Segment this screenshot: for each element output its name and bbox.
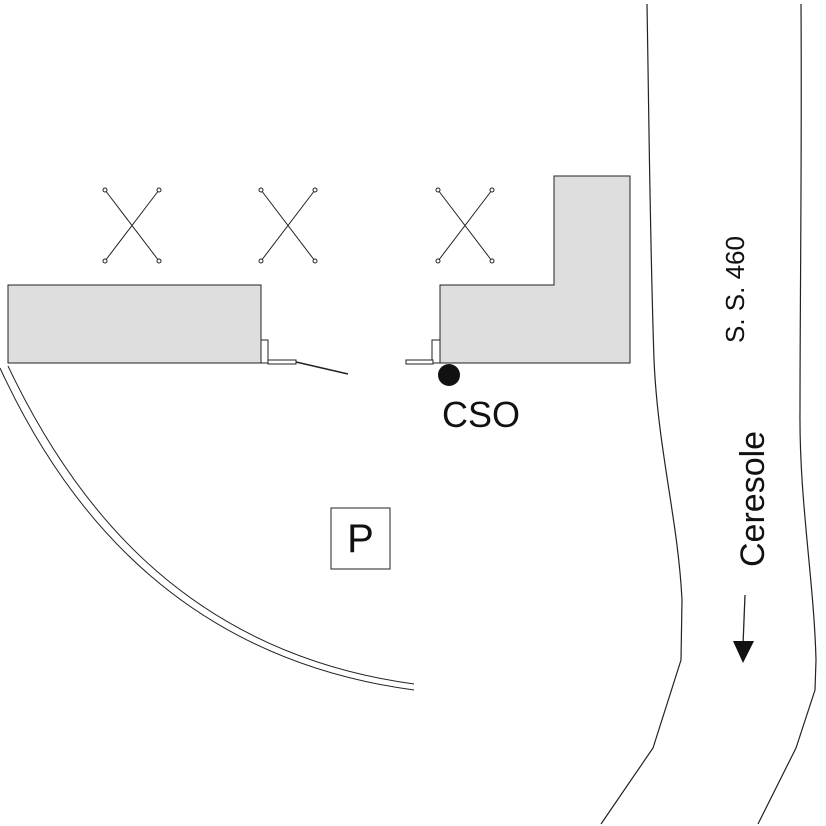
building-left xyxy=(7,284,262,364)
x-cross-icon xyxy=(102,187,162,264)
parking-label: P xyxy=(347,517,374,561)
road-edge-right xyxy=(757,3,817,825)
gate-arm-left xyxy=(295,361,349,375)
parking-sign-icon: P xyxy=(330,507,391,570)
direction-label: Ceresole xyxy=(734,431,772,567)
gate-post-left xyxy=(260,339,269,364)
parking-boundary-outer xyxy=(0,367,415,691)
road-name-label: S. S. 460 xyxy=(720,236,750,343)
building-right-l-shaped xyxy=(439,175,631,364)
station-label: CSO xyxy=(442,394,520,435)
filled-circle-icon xyxy=(438,364,460,386)
gate-sill-left xyxy=(267,359,297,365)
arrow-down-icon xyxy=(733,594,754,663)
x-cross-icon xyxy=(258,187,318,264)
gate-sill-right xyxy=(405,359,434,365)
x-cross-icon xyxy=(435,187,495,264)
parking-boundary-inner xyxy=(7,365,415,685)
road-edge-left xyxy=(600,3,683,825)
gate-post-right xyxy=(431,339,441,364)
